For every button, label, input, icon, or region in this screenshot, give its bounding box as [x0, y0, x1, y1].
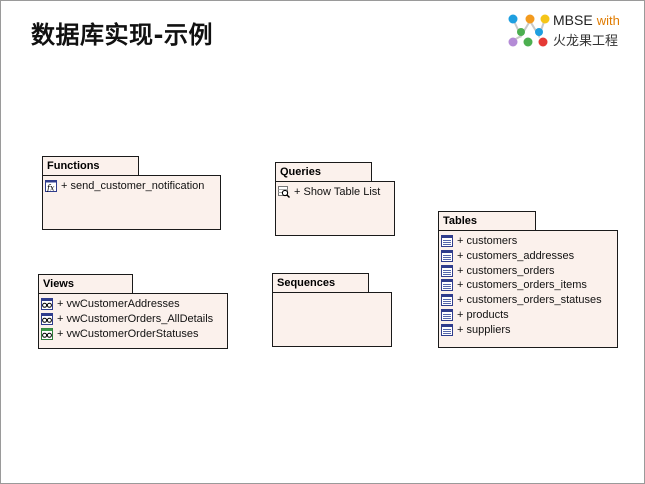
- table-item-label: + customers_orders: [457, 264, 555, 277]
- table-item-label: + customers_orders_items: [457, 279, 587, 292]
- table-item-label: + products: [457, 308, 509, 321]
- function-item[interactable]: fx + send_customer_notification: [43, 179, 220, 194]
- package-queries-title: Queries: [275, 162, 372, 181]
- view-item[interactable]: + vwCustomerAddresses: [39, 297, 227, 312]
- logo-mark-icon: [508, 14, 550, 47]
- package-views[interactable]: Views + vwCustomerAddresses + vwCustomer…: [38, 274, 228, 349]
- table-item[interactable]: + customers_orders: [439, 264, 617, 279]
- table-icon: [441, 294, 453, 307]
- view-icon: [41, 298, 53, 310]
- view-item-label: + vwCustomerOrderStatuses: [57, 327, 199, 340]
- package-views-body: + vwCustomerAddresses + vwCustomerOrders…: [38, 293, 228, 349]
- view-icon: [41, 312, 53, 325]
- svg-text:fx: fx: [46, 184, 55, 193]
- package-sequences-body: [272, 292, 392, 347]
- table-item[interactable]: + customers_orders_items: [439, 278, 617, 293]
- table-icon: [441, 323, 453, 336]
- package-views-title: Views: [38, 274, 133, 293]
- logo-subtitle: 火龙果工程: [553, 34, 619, 49]
- package-functions-body: fx + send_customer_notification: [42, 175, 221, 230]
- table-icon: [441, 264, 453, 277]
- query-icon: [278, 186, 290, 198]
- table-item[interactable]: + suppliers: [439, 323, 617, 338]
- table-item[interactable]: + products: [439, 308, 617, 323]
- package-tables-title: Tables: [438, 211, 536, 230]
- package-tables[interactable]: Tables + customers + customers_addresses…: [438, 211, 618, 348]
- query-item-label: + Show Table List: [294, 186, 381, 198]
- table-item[interactable]: + customers: [439, 234, 617, 249]
- query-item[interactable]: + Show Table List: [276, 185, 394, 200]
- package-tables-body: + customers + customers_addresses + cust…: [438, 230, 618, 348]
- table-icon: [441, 308, 453, 321]
- table-item-label: + suppliers: [457, 323, 511, 336]
- table-icon: [441, 249, 453, 262]
- package-sequences-title: Sequences: [272, 273, 369, 292]
- package-queries-body: + Show Table List: [275, 181, 395, 236]
- slide-title: 数据库实现-示例: [31, 21, 213, 49]
- table-item[interactable]: + customers_addresses: [439, 249, 617, 264]
- table-item-label: + customers: [457, 235, 518, 247]
- logo-with-text: with: [596, 13, 620, 28]
- table-icon: [441, 235, 453, 247]
- table-item-label: + customers_addresses: [457, 249, 575, 262]
- package-sequences[interactable]: Sequences: [272, 273, 392, 347]
- table-icon: [441, 279, 453, 292]
- view-item[interactable]: + vwCustomerOrders_AllDetails: [39, 312, 227, 327]
- view-icon: [41, 327, 53, 340]
- function-icon: fx: [45, 180, 57, 192]
- table-item-label: + customers_orders_statuses: [457, 294, 602, 307]
- logo-brand-text: MBSE: [553, 12, 593, 28]
- view-item[interactable]: + vwCustomerOrderStatuses: [39, 327, 227, 342]
- function-item-label: + send_customer_notification: [61, 180, 205, 192]
- package-queries[interactable]: Queries + Show Table List: [275, 162, 395, 236]
- package-functions[interactable]: Functions fx + send_customer_notificatio…: [42, 156, 221, 230]
- view-item-label: + vwCustomerAddresses: [57, 298, 180, 310]
- table-item[interactable]: + customers_orders_statuses: [439, 293, 617, 308]
- package-functions-title: Functions: [42, 156, 139, 175]
- view-item-label: + vwCustomerOrders_AllDetails: [57, 312, 214, 325]
